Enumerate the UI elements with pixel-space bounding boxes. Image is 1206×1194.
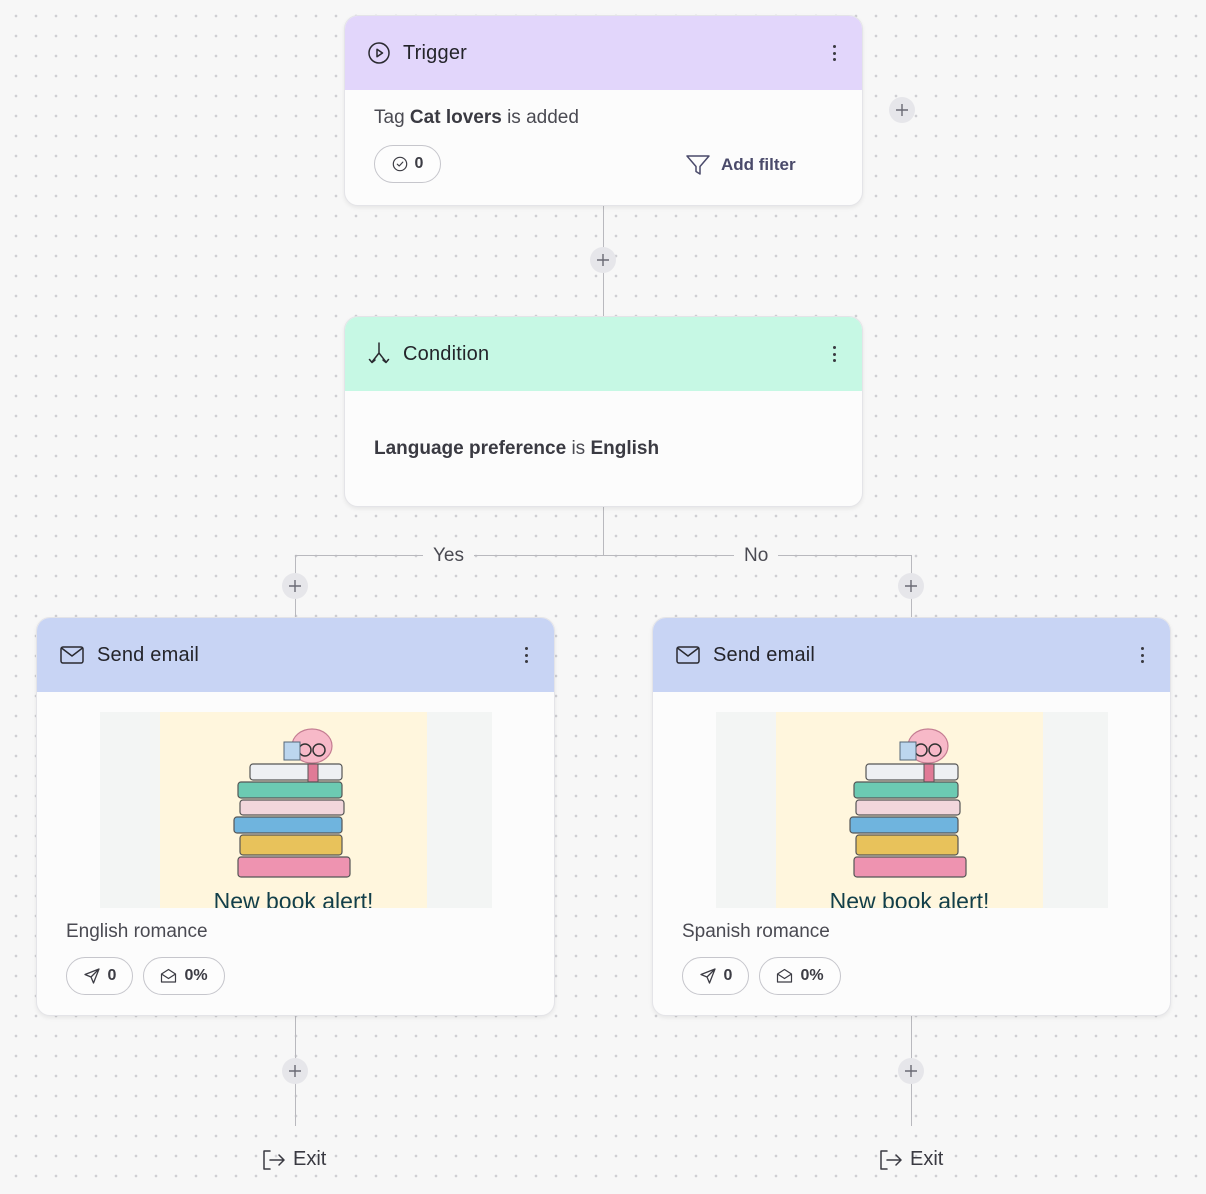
trigger-text-prefix: Tag	[374, 107, 405, 128]
book-stack-illustration	[849, 728, 967, 878]
branch-no-label: No	[734, 545, 779, 567]
condition-card[interactable]: Condition Language preference is English	[344, 316, 863, 507]
trigger-title: Trigger	[403, 41, 468, 64]
sent-count: 0	[723, 967, 733, 984]
sent-count-badge[interactable]: 0	[682, 957, 749, 995]
poster-title: New book alert!	[213, 888, 374, 908]
book-poster: New book alert!	[160, 712, 427, 908]
check-circle-icon	[392, 156, 408, 172]
exit-node-spanish[interactable]: Exit	[878, 1148, 943, 1171]
email-card-header[interactable]: Send email	[37, 618, 554, 692]
sent-count-badge[interactable]: 0	[66, 957, 133, 995]
email-menu-icon[interactable]	[518, 644, 534, 666]
condition-value: English	[590, 438, 660, 459]
open-rate-badge[interactable]: 0%	[759, 957, 841, 995]
send-email-card-english[interactable]: Send email New book alert! English roman…	[36, 617, 555, 1016]
sent-count: 0	[107, 967, 117, 984]
add-step-trigger-side[interactable]	[889, 97, 915, 123]
open-rate-badge[interactable]: 0%	[143, 957, 225, 995]
open-rate: 0%	[184, 967, 208, 984]
send-icon	[83, 967, 101, 985]
add-step-yes-branch[interactable]	[282, 573, 308, 599]
exit-icon	[878, 1149, 904, 1171]
email-preview-image[interactable]: New book alert!	[100, 712, 492, 908]
email-card-header[interactable]: Send email	[653, 618, 1170, 692]
email-name: Spanish romance	[682, 921, 830, 942]
envelope-icon	[675, 644, 701, 666]
exit-icon	[261, 1149, 287, 1171]
branch-yes-label: Yes	[423, 545, 474, 567]
exit-label: Exit	[293, 1148, 327, 1170]
trigger-card-header[interactable]: Trigger	[345, 16, 862, 90]
condition-menu-icon[interactable]	[826, 343, 842, 365]
connector-branch-horizontal	[295, 555, 912, 556]
trigger-text-suffix: is added	[507, 107, 579, 128]
email-name: English romance	[66, 921, 208, 942]
envelope-icon	[59, 644, 85, 666]
filter-icon	[685, 153, 711, 177]
condition-card-header[interactable]: Condition	[345, 317, 862, 391]
book-poster: New book alert!	[776, 712, 1043, 908]
exit-label: Exit	[910, 1148, 944, 1170]
email-preview-image[interactable]: New book alert!	[716, 712, 1108, 908]
add-step-no-branch[interactable]	[898, 573, 924, 599]
open-rate: 0%	[800, 967, 824, 984]
email-menu-icon[interactable]	[1134, 644, 1150, 666]
add-step-after-email-english[interactable]	[282, 1058, 308, 1084]
book-stack-illustration	[233, 728, 351, 878]
add-filter-label: Add filter	[721, 155, 796, 174]
poster-title: New book alert!	[829, 888, 990, 908]
add-filter-button[interactable]: Add filter	[685, 153, 796, 177]
email-title: Send email	[97, 643, 200, 666]
add-step-after-trigger[interactable]	[590, 247, 616, 273]
trigger-count-badge[interactable]: 0	[374, 145, 441, 183]
trigger-card[interactable]: Trigger Tag Cat lovers is added 0 Add fi…	[344, 15, 863, 206]
split-icon	[367, 341, 391, 367]
condition-title: Condition	[403, 342, 490, 365]
trigger-menu-icon[interactable]	[826, 42, 842, 64]
send-email-card-spanish[interactable]: Send email New book alert! Spanish roman…	[652, 617, 1171, 1016]
connector-condition-branch	[603, 506, 604, 556]
email-title: Send email	[713, 643, 816, 666]
trigger-tag-name: Cat lovers	[409, 107, 502, 128]
trigger-description: Tag Cat lovers is added	[374, 107, 579, 129]
envelope-open-icon	[776, 968, 793, 984]
condition-field: Language preference	[374, 438, 567, 459]
trigger-count: 0	[414, 155, 424, 172]
exit-node-english[interactable]: Exit	[261, 1148, 326, 1171]
send-icon	[699, 967, 717, 985]
condition-operator: is	[571, 438, 586, 459]
add-step-after-email-spanish[interactable]	[898, 1058, 924, 1084]
play-circle-icon	[367, 41, 391, 65]
envelope-open-icon	[160, 968, 177, 984]
condition-description: Language preference is English	[374, 438, 659, 460]
